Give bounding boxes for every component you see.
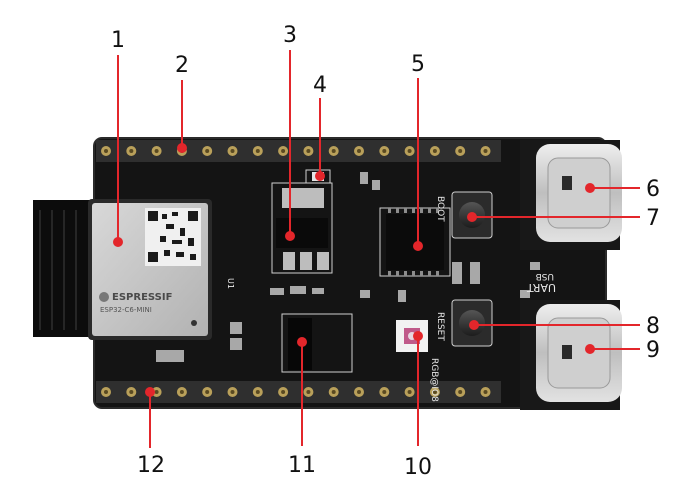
header-pin-hole bbox=[230, 149, 235, 153]
header-pin-hole bbox=[179, 390, 184, 394]
header-pin-hole bbox=[104, 390, 108, 394]
ldo-regulator bbox=[271, 182, 333, 274]
callout-dot bbox=[145, 387, 155, 397]
callout-dot bbox=[315, 171, 325, 181]
callout-8: 8 bbox=[646, 314, 660, 339]
header-pin-hole bbox=[306, 149, 311, 153]
header-pin-hole bbox=[104, 149, 108, 153]
header-pin-hole bbox=[357, 149, 361, 153]
callout-1: 1 bbox=[111, 28, 125, 53]
header-pin-hole bbox=[255, 149, 260, 153]
usb-c-connector-uart bbox=[520, 300, 622, 410]
rgb-led bbox=[396, 320, 428, 352]
header-pin-hole bbox=[382, 390, 387, 394]
callout-6: 6 bbox=[646, 177, 660, 202]
header-pin-hole bbox=[357, 390, 361, 394]
header-pin-hole bbox=[306, 390, 311, 394]
callouts bbox=[113, 50, 640, 448]
silk-boot: BOOT bbox=[435, 196, 445, 222]
header-pin-hole bbox=[407, 149, 412, 153]
header-pin-hole bbox=[432, 149, 437, 153]
callout-dot bbox=[285, 231, 295, 241]
header-pin-hole bbox=[483, 390, 488, 394]
callout-dot bbox=[469, 320, 479, 330]
callout-dot bbox=[585, 344, 595, 354]
callout-7: 7 bbox=[646, 206, 660, 231]
callout-dot bbox=[467, 212, 477, 222]
header-pin-hole bbox=[331, 149, 336, 153]
header-pin-hole bbox=[230, 390, 235, 394]
header-pin-hole bbox=[458, 390, 463, 394]
callout-dot bbox=[413, 241, 423, 251]
esp32-module: ESPRESSIF ESP32-C6-MINI bbox=[88, 199, 212, 340]
espressif-logo-icon bbox=[99, 292, 109, 302]
bottom-pin-header bbox=[96, 381, 501, 403]
silk-usb: USB bbox=[536, 271, 554, 281]
callout-dot bbox=[113, 237, 123, 247]
callout-2: 2 bbox=[175, 53, 189, 78]
header-pin-hole bbox=[205, 149, 210, 153]
silk-reset: RESET bbox=[435, 312, 445, 341]
header-pin-hole bbox=[154, 390, 159, 394]
callout-12: 12 bbox=[137, 453, 165, 478]
silk-u1: U1 bbox=[226, 278, 235, 289]
silk-rgb: RGB@IO8 bbox=[429, 358, 439, 402]
header-pin-hole bbox=[407, 390, 412, 394]
header-pin-hole bbox=[205, 390, 210, 394]
callout-labels: 1 2 3 4 5 6 7 8 9 10 11 12 bbox=[111, 23, 660, 480]
header-pin-hole bbox=[458, 149, 463, 153]
module-model: ESP32-C6-MINI bbox=[100, 306, 152, 314]
header-pin-hole bbox=[483, 149, 488, 153]
callout-dot bbox=[177, 143, 187, 153]
header-pin-hole bbox=[432, 390, 437, 394]
module-brand: ESPRESSIF bbox=[112, 292, 172, 303]
callout-11: 11 bbox=[288, 453, 316, 478]
callout-dot bbox=[297, 337, 307, 347]
header-pin-hole bbox=[154, 149, 159, 153]
header-pin-hole bbox=[281, 390, 286, 394]
header-pin-hole bbox=[129, 390, 134, 394]
header-pin-hole bbox=[281, 149, 286, 153]
header-pin-hole bbox=[331, 390, 336, 394]
header-pin-hole bbox=[129, 149, 134, 153]
header-pin-hole bbox=[255, 390, 260, 394]
top-pin-header bbox=[96, 140, 501, 162]
callout-dot bbox=[585, 183, 595, 193]
callout-3: 3 bbox=[283, 23, 297, 48]
silk-uart: UART bbox=[527, 281, 556, 294]
callout-dot bbox=[413, 331, 423, 341]
callout-4: 4 bbox=[313, 73, 327, 98]
usb-c-connector-usb bbox=[520, 140, 622, 250]
callout-10: 10 bbox=[404, 455, 432, 480]
callout-9: 9 bbox=[646, 338, 660, 363]
header-pin-hole bbox=[382, 149, 387, 153]
callout-5: 5 bbox=[411, 52, 425, 77]
